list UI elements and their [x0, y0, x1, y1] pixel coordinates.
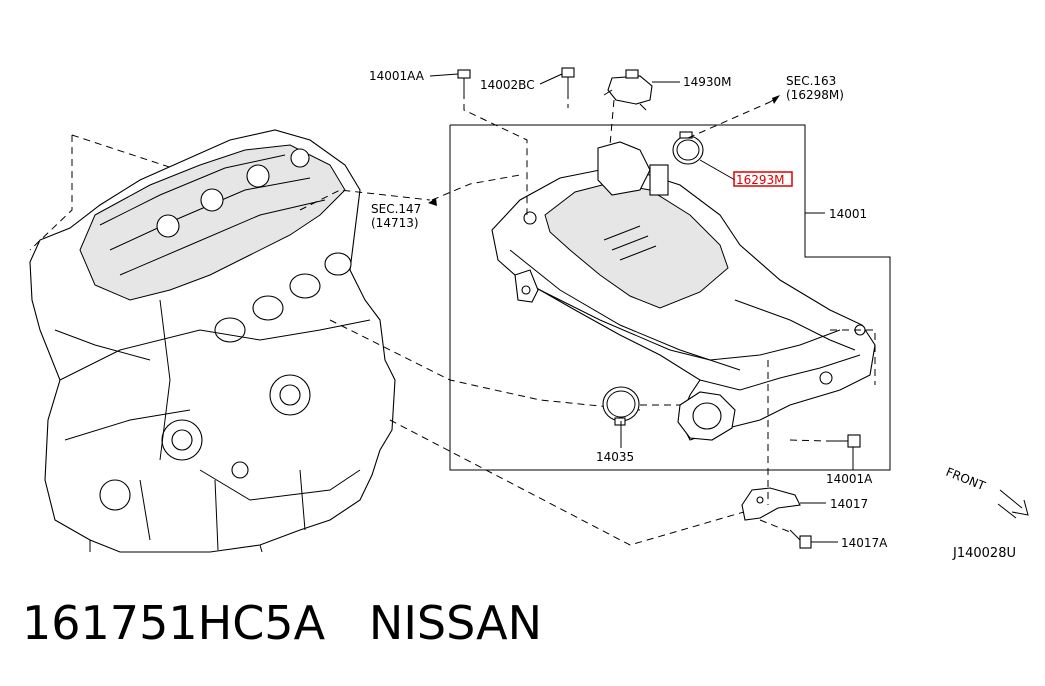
label-sec163-sub: (16298M): [786, 88, 844, 102]
parts-diagram: 14001AA 14002BC 14930M SEC.163 (16298M) …: [29, 67, 1029, 560]
label-leaders: [429, 73, 854, 543]
label-front: FRONT: [944, 465, 988, 494]
label-sec147-sub: (14713): [371, 216, 419, 230]
label-14017a: 14017A: [841, 536, 888, 550]
label-sec147: SEC.147: [371, 202, 421, 216]
sensor-14930m: [603, 69, 653, 111]
label-14002bc: 14002BC: [480, 78, 535, 92]
bracket-14017: [741, 487, 801, 521]
label-16293m: 16293M: [736, 173, 785, 187]
label-14001: 14001: [829, 207, 867, 221]
label-14001a: 14001A: [826, 472, 873, 486]
bolt-14017a: [789, 529, 812, 549]
gasket-16293m: [672, 131, 704, 165]
bolt-14002bc: [561, 67, 575, 92]
leader-lines: [431, 92, 876, 533]
engine-block: [29, 129, 396, 553]
engine-to-manifold-leader: [329, 319, 641, 411]
manifold-frame: [449, 124, 891, 471]
label-sec163: SEC.163: [786, 74, 836, 88]
label-14035: 14035: [596, 450, 634, 464]
footer-title: 161751HC5A NISSAN: [22, 596, 542, 650]
label-14001aa: 14001AA: [369, 69, 425, 83]
gasket-14035: [602, 386, 640, 426]
brand-name: NISSAN: [368, 596, 543, 650]
bolt-14001aa: [457, 69, 471, 92]
label-14017: 14017: [830, 497, 868, 511]
highlight-box-16293m: [733, 171, 793, 187]
label-14930m: 14930M: [683, 75, 732, 89]
diagram-id: J140028U: [952, 546, 1016, 560]
intake-manifold: [491, 141, 876, 441]
part-number: 161751HC5A: [22, 596, 326, 650]
bolt-14001a: [826, 434, 861, 448]
sec147-arrow: [428, 198, 437, 206]
sec163-arrow: [769, 95, 780, 104]
front-arrow-icon: [997, 489, 1029, 519]
